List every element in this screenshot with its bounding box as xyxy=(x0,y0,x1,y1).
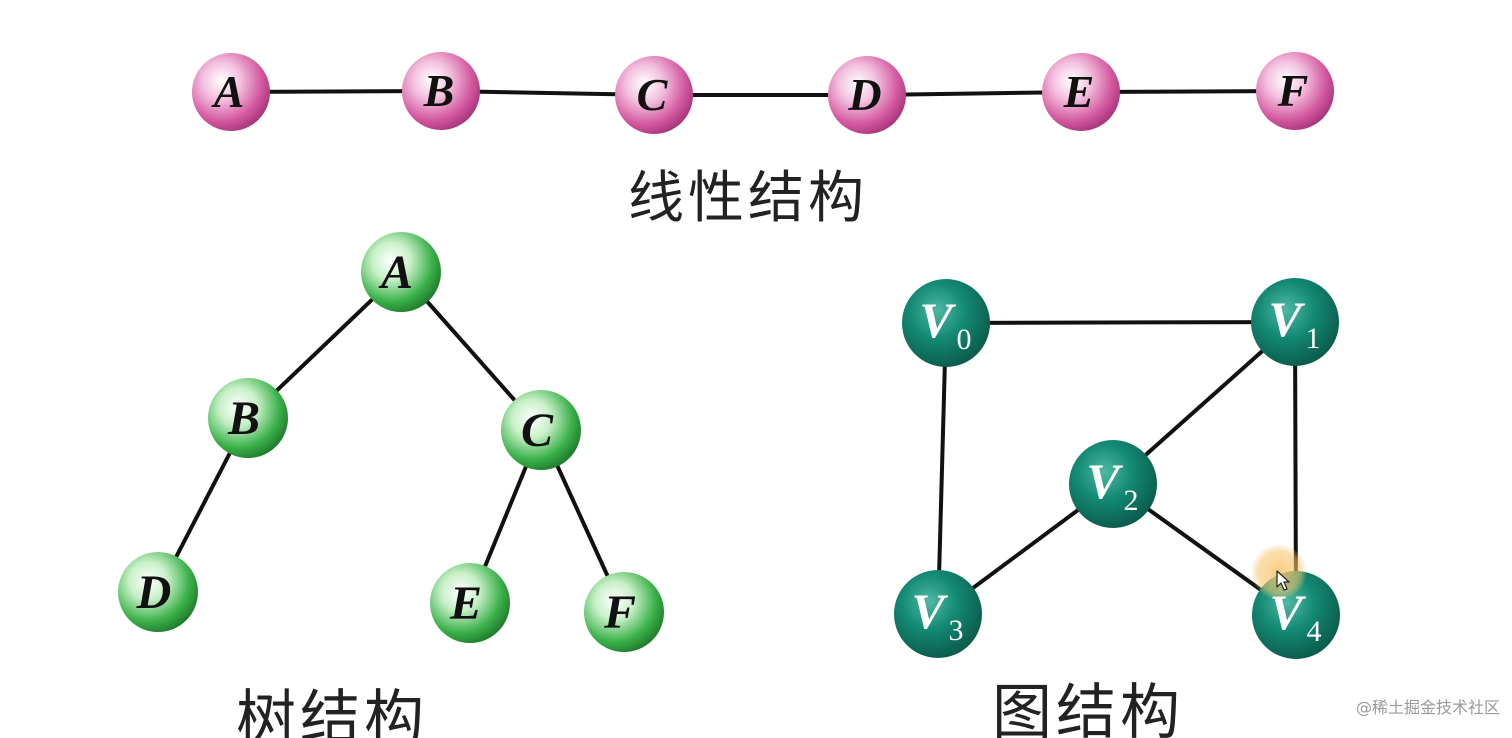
tree-node-b: B xyxy=(208,378,288,458)
cursor-highlight xyxy=(1252,545,1306,599)
linear-node-a: A xyxy=(192,53,270,131)
linear-node-d: D xyxy=(828,56,906,134)
linear-node-c: C xyxy=(615,56,693,134)
tree-structure: A B C D E F xyxy=(118,232,664,652)
tree-node-label: A xyxy=(378,246,413,299)
tree-node-d: D xyxy=(118,552,198,632)
mouse-pointer-icon xyxy=(1276,570,1290,591)
tree-node-label: F xyxy=(603,586,636,639)
graph-node-label: V xyxy=(919,292,956,348)
graph-node-subscript: 1 xyxy=(1306,322,1321,355)
linear-structure: A B C D E F xyxy=(192,52,1334,134)
tree-node-label: E xyxy=(449,577,482,630)
linear-node-label: F xyxy=(1277,65,1309,116)
tree-node-a: A xyxy=(361,232,441,312)
graph-edge xyxy=(945,320,1296,325)
graph-node-subscript: 2 xyxy=(1124,484,1139,517)
tree-node-f: F xyxy=(584,572,664,652)
linear-node-label: A xyxy=(211,66,245,117)
linear-node-label: C xyxy=(637,69,669,120)
graph-node-subscript: 0 xyxy=(957,323,972,356)
graph-node-label: V xyxy=(1086,453,1123,509)
tree-node-c: C xyxy=(501,390,581,470)
linear-node-f: F xyxy=(1256,52,1334,130)
linear-node-e: E xyxy=(1042,53,1120,131)
graph-node-subscript: 4 xyxy=(1307,615,1322,648)
graph-node-label: V xyxy=(911,583,948,639)
graph-node-subscript: 3 xyxy=(949,614,964,647)
tree-structure-caption: 树结构 xyxy=(236,684,428,738)
linear-structure-caption: 线性结构 xyxy=(628,166,868,231)
linear-node-label: B xyxy=(423,65,455,116)
linear-node-label: D xyxy=(847,69,881,120)
watermark: @稀土掘金技术社区 xyxy=(1355,698,1500,717)
graph-structure-caption: 图结构 xyxy=(992,678,1184,738)
linear-node-b: B xyxy=(402,52,480,130)
tree-node-label: D xyxy=(136,566,172,619)
graph-node-label: V xyxy=(1268,291,1305,347)
tree-node-label: C xyxy=(521,404,554,457)
tree-node-e: E xyxy=(430,563,510,643)
tree-node-label: B xyxy=(227,392,260,445)
linear-node-label: E xyxy=(1063,66,1095,117)
graph-edge xyxy=(936,322,948,615)
